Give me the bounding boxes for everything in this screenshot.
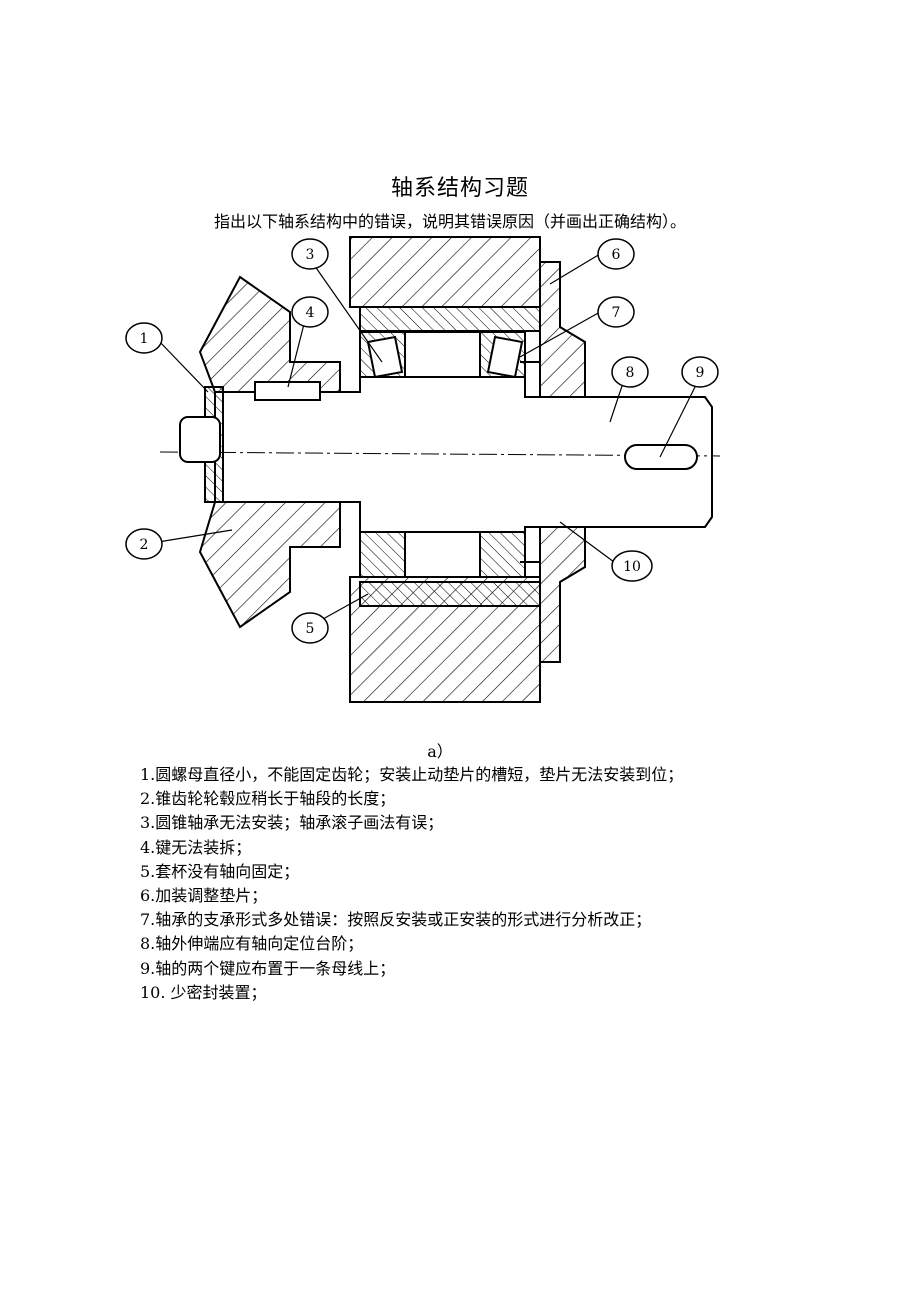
answer-item-3: 3.圆锥轴承无法安装；轴承滚子画法有误； [140,813,444,833]
answer-item-8: 8.轴外伸端应有轴向定位台阶； [140,934,364,954]
callout-8-label: 8 [626,365,635,381]
callout-4-label: 4 [306,305,315,321]
callout-10-label: 10 [623,559,641,575]
answer-item-1: 1.圆螺母直径小，不能固定齿轮；安装止动垫片的槽短，垫片无法安装到位； [140,765,684,784]
answer-item-6: 6.加装调整垫片； [140,886,268,906]
key [254,381,321,401]
round-nut [179,386,224,503]
page-subtitle: 指出以下轴系结构中的错误，说明其错误原因（并画出正确结构）。 [213,212,686,231]
callout-7-label: 7 [612,305,621,321]
callout-9-label: 9 [696,365,705,381]
answer-list: 1.圆螺母直径小，不能固定齿轮；安装止动垫片的槽短，垫片无法安装到位； 2.锥齿… [140,763,683,1005]
shaft-assembly-drawing: 1 2 3 4 5 6 7 8 9 10 [125,236,721,703]
answer-item-10: 10. 少密封装置； [140,982,267,1002]
callout-10: 10 [611,550,653,582]
answer-item-4: 4.键无法装拆； [140,837,252,857]
keyway-right [624,444,698,470]
callout-8: 8 [611,356,649,388]
callout-1-label: 1 [140,331,149,347]
answer-item-5: 5.套杯没有轴向固定； [140,861,300,881]
callout-9: 9 [681,356,719,388]
callout-6: 6 [597,238,635,270]
page-title: 轴系结构习题 [390,176,529,201]
callout-5: 5 [291,612,329,644]
answer-item-9: 9.轴的两个键应布置于一条母线上； [140,958,396,978]
callout-2: 2 [125,528,163,560]
figure-caption: a） [427,742,453,761]
callout-1: 1 [125,322,163,354]
callout-3-label: 3 [306,247,315,263]
callout-6-label: 6 [612,247,621,263]
callout-3: 3 [291,238,329,270]
bevel-gear [198,275,341,629]
callout-5-label: 5 [306,621,315,637]
answer-item-2: 2.锥齿轮轮毂应稍长于轴段的长度； [140,789,396,809]
callout-4: 4 [291,296,329,328]
answer-item-7: 7.轴承的支承形式多处错误：按照反安装或正安装的形式进行分析改正； [140,910,652,930]
callout-7: 7 [597,296,635,328]
callout-2-label: 2 [140,537,149,553]
